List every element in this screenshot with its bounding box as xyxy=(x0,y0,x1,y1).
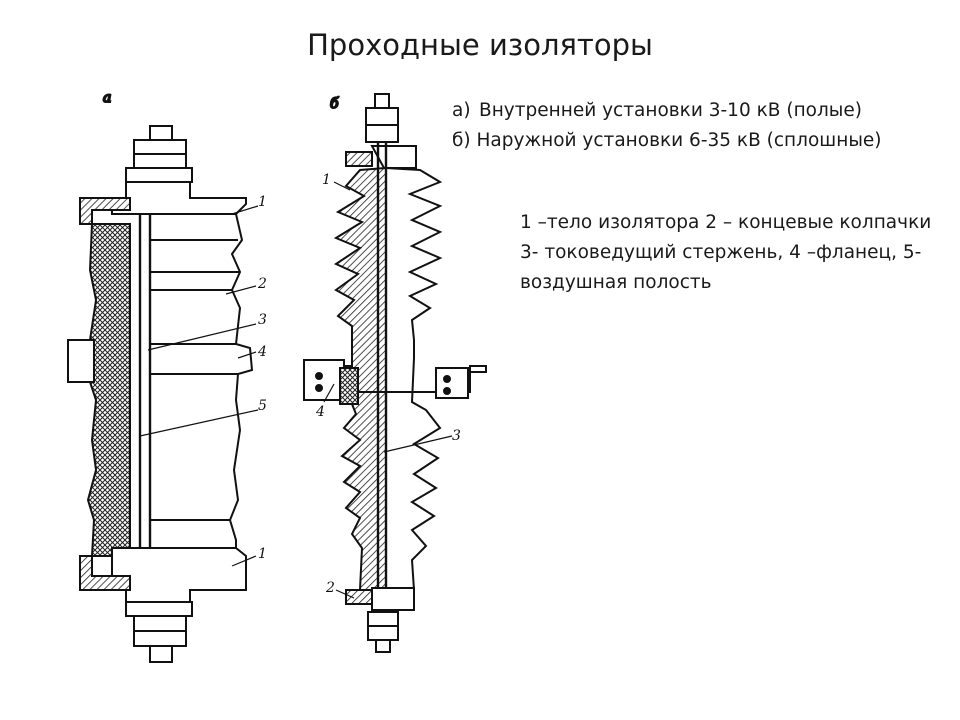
b-bottom-cap xyxy=(371,587,415,611)
flange-lug xyxy=(67,339,95,383)
drawing-a: а xyxy=(67,89,259,663)
label-b-1: 1 xyxy=(322,172,331,188)
b-flange-section xyxy=(339,367,359,405)
b-flange-left xyxy=(303,359,345,401)
insulator-body xyxy=(149,213,254,549)
label-b-2: 2 xyxy=(325,580,335,596)
bottom-cap xyxy=(111,547,247,603)
label-a-1-bottom: 1 xyxy=(258,546,267,562)
drawing-b: б xyxy=(303,93,487,653)
drawing-b-labels: 1 4 3 2 xyxy=(315,172,461,596)
label-b-4: 4 xyxy=(315,404,325,420)
drawing-a-caption: а xyxy=(103,90,111,106)
slide-title: Проходные изоляторы xyxy=(307,28,653,62)
legend-line-1: 1 –тело изолятора 2 – концевые колпачки xyxy=(520,212,932,233)
b-top-cap xyxy=(370,145,417,169)
label-a-1-top: 1 xyxy=(258,194,267,210)
label-b-3: 3 xyxy=(452,428,461,444)
top-stud-end xyxy=(149,125,173,141)
bottom-cap-hatched xyxy=(79,555,131,591)
insulator-wall-section xyxy=(84,223,131,557)
label-a-5: 5 xyxy=(258,398,267,414)
type-b-row: б) Наружной установки 6-35 кВ (сплошные) xyxy=(452,130,882,151)
type-a-row: а) Внутренней установки 3-10 кВ (полые) xyxy=(452,96,882,126)
top-washer xyxy=(125,167,193,183)
bottom-stud-end xyxy=(149,645,173,663)
b-bottom-cap-hatched xyxy=(345,589,373,605)
drawing-b-caption: б xyxy=(330,96,339,112)
label-a-4: 4 xyxy=(257,344,267,360)
type-a-marker: а) xyxy=(452,100,471,121)
bottom-washer xyxy=(125,601,193,617)
b-flange-right xyxy=(435,367,469,399)
b-sheds-outline xyxy=(385,166,443,591)
top-cap-hatched xyxy=(79,197,131,225)
b-top-cap-hatched xyxy=(345,151,373,167)
legend-line-2: 3- токоведущий стержень, 4 –фланец, 5- xyxy=(520,242,922,263)
legend-line-3: воздушная полость xyxy=(520,272,712,293)
b-bottom-thread xyxy=(375,639,391,653)
parts-legend: 1 –тело изолятора 2 – концевые колпачки … xyxy=(520,208,940,298)
drawing-a-labels: 1 2 3 4 5 1 xyxy=(257,194,267,562)
b-top-thread xyxy=(374,93,390,109)
type-a-text: Внутренней установки 3-10 кВ (полые) xyxy=(479,100,863,121)
insulator-types: а) Внутренней установки 3-10 кВ (полые) б… xyxy=(452,96,882,156)
label-a-3: 3 xyxy=(258,312,267,328)
label-a-2: 2 xyxy=(257,276,267,292)
top-cap xyxy=(111,181,247,215)
